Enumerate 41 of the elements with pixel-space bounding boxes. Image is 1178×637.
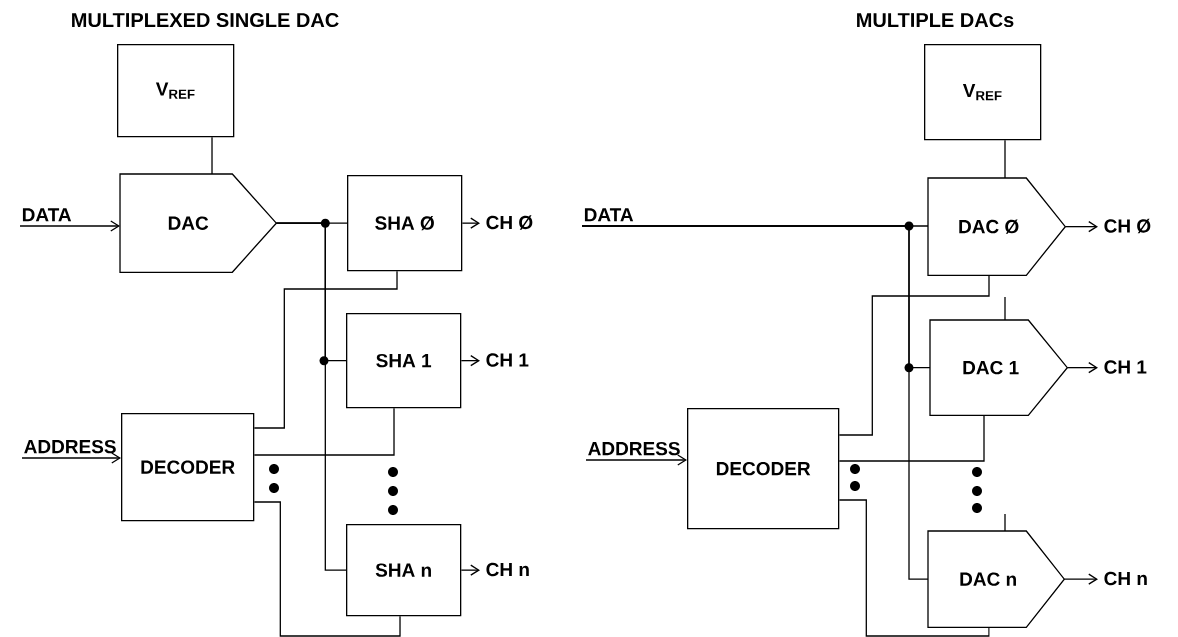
connector-line <box>275 222 347 571</box>
block-box: SHA n <box>346 524 462 617</box>
connector-line <box>1004 139 1006 179</box>
block-box: SHA 1 <box>346 313 462 409</box>
signal-label: CH n <box>1104 571 1147 586</box>
arrow <box>1063 573 1098 585</box>
arrow <box>1066 362 1098 374</box>
signal-label: CH Ø <box>1104 218 1151 234</box>
signal-label: CH Ø <box>486 215 533 230</box>
arrow <box>460 355 480 367</box>
converter-block: DAC Ø <box>927 177 1067 276</box>
connector-line <box>253 270 398 429</box>
converter-block: DAC 1 <box>929 319 1069 416</box>
arrow <box>461 217 480 229</box>
block-box: DECODER <box>121 413 255 522</box>
arrow <box>21 452 121 464</box>
block-box: DECODER <box>687 408 840 530</box>
arrow <box>585 454 687 466</box>
signal-label: DATA <box>22 208 72 222</box>
connector-line <box>838 414 985 462</box>
converter-block: DAC n <box>927 530 1066 628</box>
signal-label: CH n <box>486 562 529 577</box>
arrow <box>460 564 480 576</box>
signal-label: CH 1 <box>486 353 529 367</box>
arrow <box>1064 221 1098 233</box>
converter-block: DAC <box>119 173 278 273</box>
signal-label: CH 1 <box>1104 360 1147 374</box>
connector-line <box>581 225 929 580</box>
block-box: V$_{REF}$ <box>924 44 1042 141</box>
connector-line <box>838 499 990 637</box>
connector-line <box>253 501 401 637</box>
panel-title: MULTIPLE DACs <box>857 12 1014 28</box>
signal-label: ADDRESS <box>24 439 116 454</box>
signal-label: ADDRESS <box>588 441 680 456</box>
arrow <box>19 220 120 232</box>
block-box: SHA Ø <box>347 175 463 272</box>
signal-label: DATA <box>584 208 634 222</box>
block-box: V$_{REF}$ <box>117 44 235 138</box>
connector-line <box>253 407 395 456</box>
connector-line <box>838 274 990 436</box>
connector-line <box>211 136 213 175</box>
